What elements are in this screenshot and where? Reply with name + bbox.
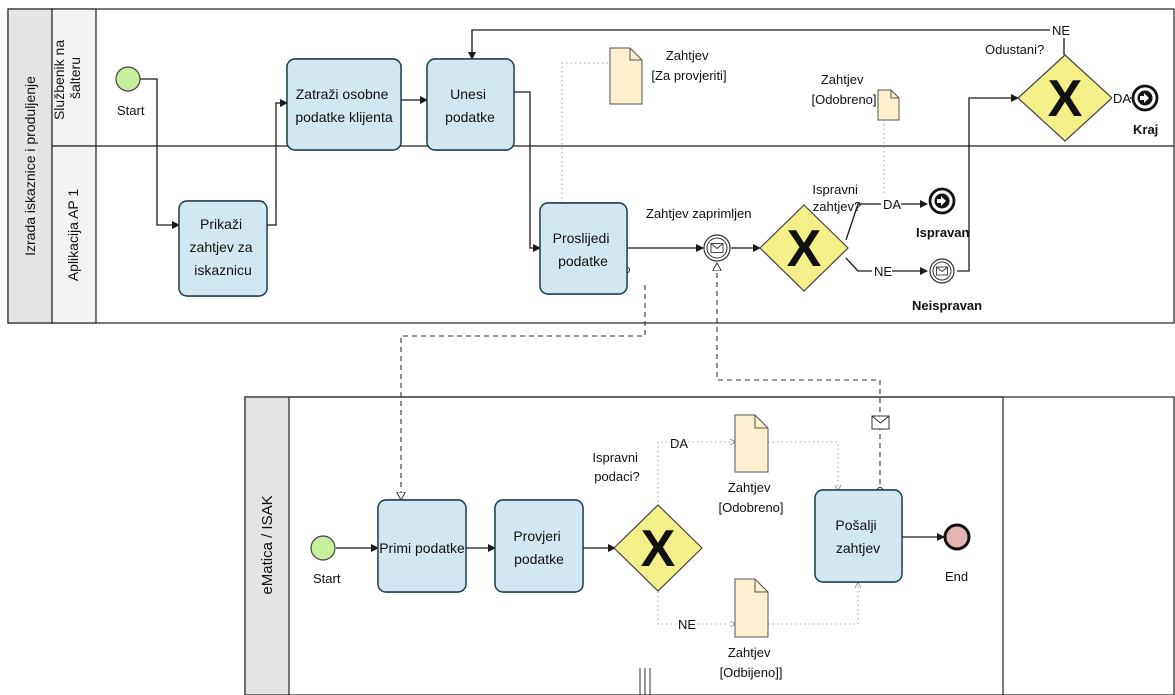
start-event-top[interactable]: [115, 66, 141, 92]
start-bottom-label: Start: [313, 571, 341, 586]
start-event-bottom[interactable]: [310, 535, 336, 561]
start-top-label: Start: [117, 103, 145, 118]
flow-label-ne-bottom: NE: [678, 617, 696, 632]
task-unesi-label: Unesi podatke: [445, 86, 495, 125]
ispravni-podaci-label: Ispravni podaci?: [592, 450, 641, 484]
envelope-icon: [871, 415, 890, 430]
task-primi-label: Primi podatke: [379, 540, 465, 556]
task-provjeri-label: Provjeri podatke: [513, 528, 564, 567]
flow-label-ne-neispravan: NE: [874, 264, 892, 279]
end-event-neispravan[interactable]: [929, 258, 955, 284]
document-odbijeno: [734, 578, 769, 638]
document-odbijeno-label: Zahtjev [Odbijeno]]: [720, 645, 783, 680]
end-event-ispravan[interactable]: [928, 187, 956, 215]
flow-label-da-bottom: DA: [670, 436, 688, 451]
task-provjeri-podatke[interactable]: Provjeri podatke: [494, 499, 584, 593]
document-provjeriti-label: Zahtjev [Za provjeriti]: [651, 48, 726, 83]
bottom-pool-title: eMatica / ISAK: [259, 495, 276, 594]
gateway-x-symbol: X: [787, 220, 822, 278]
flow-label-da-ispravan: DA: [883, 197, 901, 212]
task-proslijedi-podatke[interactable]: Proslijedi podatke: [539, 202, 628, 295]
lane-sluzbenik-label: Službenik na šalteru: [51, 36, 83, 120]
associations: [561, 62, 885, 624]
intermediate-event-zaprimljen[interactable]: [703, 234, 731, 262]
odustani-label: Odustani?: [985, 42, 1044, 57]
task-prikazi-label: Prikaži zahtjev za iskaznicu: [190, 216, 257, 278]
task-primi-podatke[interactable]: Primi podatke: [377, 499, 467, 593]
task-zatrazi-label: Zatraži osobne podatke klijenta: [295, 86, 393, 125]
end-event-kraj[interactable]: [1131, 84, 1159, 112]
gateway-odustani[interactable]: X: [1017, 54, 1113, 142]
gateway-x-symbol: X: [1048, 70, 1083, 128]
labels: Start Start Kraj Ispravan Neispravan End…: [117, 22, 1158, 680]
task-prikazi-zahtjev[interactable]: Prikaži zahtjev za iskaznicu: [178, 200, 268, 297]
flow-label-da-kraj: DA: [1113, 91, 1131, 106]
neispravan-label: Neispravan: [912, 298, 982, 313]
task-posalji-zahtjev[interactable]: Pošalji zahtjev: [814, 489, 903, 583]
zaprimljen-label: Zahtjev zaprimljen: [646, 206, 752, 221]
gateway-ispravni-podaci[interactable]: X: [613, 504, 703, 592]
ispravan-label: Ispravan: [916, 225, 970, 240]
ispravni-zahtjev-label: Ispravni zahtjev?: [812, 182, 861, 214]
parallel-marker: [639, 668, 651, 695]
message-flows: [401, 263, 890, 500]
document-odobreno-bottom: [734, 414, 769, 473]
task-unesi-podatke[interactable]: Unesi podatke: [426, 58, 515, 151]
document-za-provjeriti: [609, 47, 643, 105]
kraj-label: Kraj: [1133, 122, 1158, 137]
end-event-bottom[interactable]: [943, 523, 971, 551]
gateway-x-symbol: X: [641, 520, 676, 578]
task-proslijedi-label: Proslijedi podatke: [553, 230, 614, 269]
gateway-ispravni-zahtjev[interactable]: X: [759, 204, 849, 292]
task-zatrazi-podatke[interactable]: Zatraži osobne podatke klijenta: [286, 58, 402, 151]
task-posalji-label: Pošalji zahtjev: [835, 517, 880, 556]
end-label: End: [945, 569, 968, 584]
flow-label-ne-top: NE: [1052, 23, 1070, 38]
lane-aplikacija-label: Aplikacija AP 1: [65, 189, 81, 282]
document-odobreno-top-label: Zahtjev [Odobreno]: [811, 72, 876, 107]
document-odobreno-bottom-label: Zahtjev [Odobreno]: [718, 480, 783, 515]
document-odobreno-top: [877, 89, 900, 121]
top-pool-title: Izrada iskaznice i produljenje: [22, 76, 38, 256]
